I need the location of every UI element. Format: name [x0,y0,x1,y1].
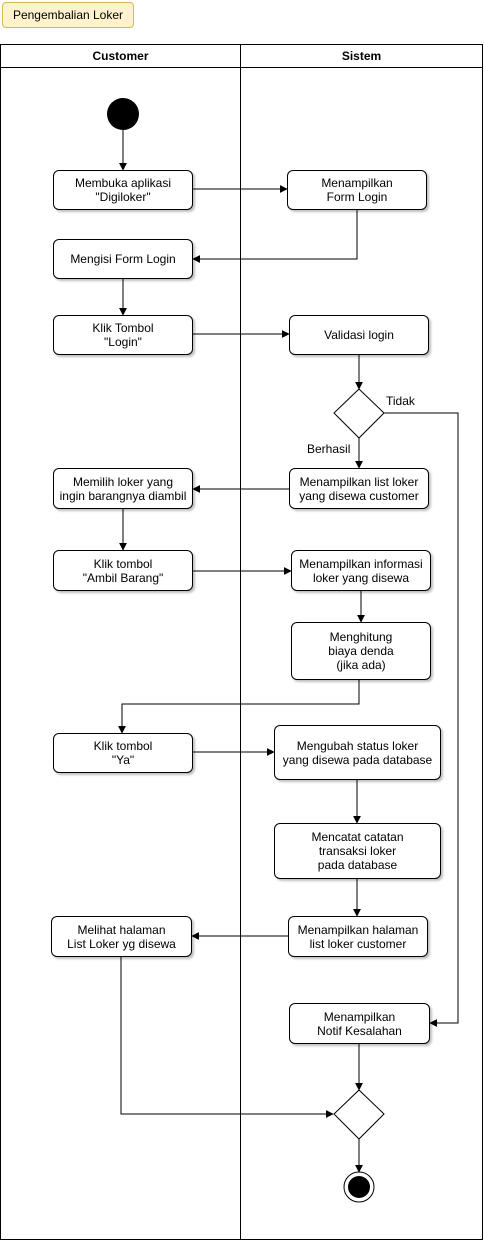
node-ubah-status: Mengubah status loker yang disewa pada d… [274,725,441,780]
decision-login [333,388,385,439]
node-tampil-login: Menampilkan Form Login [287,170,427,210]
edge-decision-tidak [384,412,459,1027]
merge-decision [333,1089,385,1140]
node-lihat-halaman: Melihat halaman List Loker yg disewa [51,916,192,957]
lane-divider [240,44,241,1240]
node-catat-transaksi: Mencatat catatan transaksi loker pada da… [274,823,441,879]
node-klik-ya: Klik tombol "Ya" [53,733,193,773]
start-node [107,98,139,130]
node-klik-login: Klik Tombol "Login" [53,315,193,355]
node-klik-ambil: Klik tombol "Ambil Barang" [53,550,193,591]
node-notif-salah: Menampilkan Notif Kesalahan [289,1003,430,1044]
end-node-core [348,1176,370,1198]
label-tidak: Tidak [386,394,415,408]
edge-hitung-to-klik-ya [118,680,360,734]
edge-tampil-login-to-isi [192,209,358,263]
edge-lihat-to-merge [120,956,334,1118]
node-isi-login: Mengisi Form Login [53,239,193,279]
node-tampil-halaman: Menampilkan halaman list loker customer [288,916,428,957]
diagram-title: Pengembalian Loker [2,2,134,28]
label-berhasil: Berhasil [307,442,351,456]
node-validasi: Validasi login [289,315,429,355]
node-buka-aplikasi: Membuka aplikasi "Digiloker" [53,170,193,210]
node-tampil-info: Menampilkan informasi loker yang disewa [291,550,431,591]
node-tampil-list: Menampilkan list loker yang disewa custo… [289,468,429,509]
node-pilih-loker: Memilih loker yang ingin barangnya diamb… [53,468,193,509]
lane-header-customer: Customer [0,44,241,68]
node-hitung-denda: Menghitung biaya denda (jika ada) [291,622,431,680]
